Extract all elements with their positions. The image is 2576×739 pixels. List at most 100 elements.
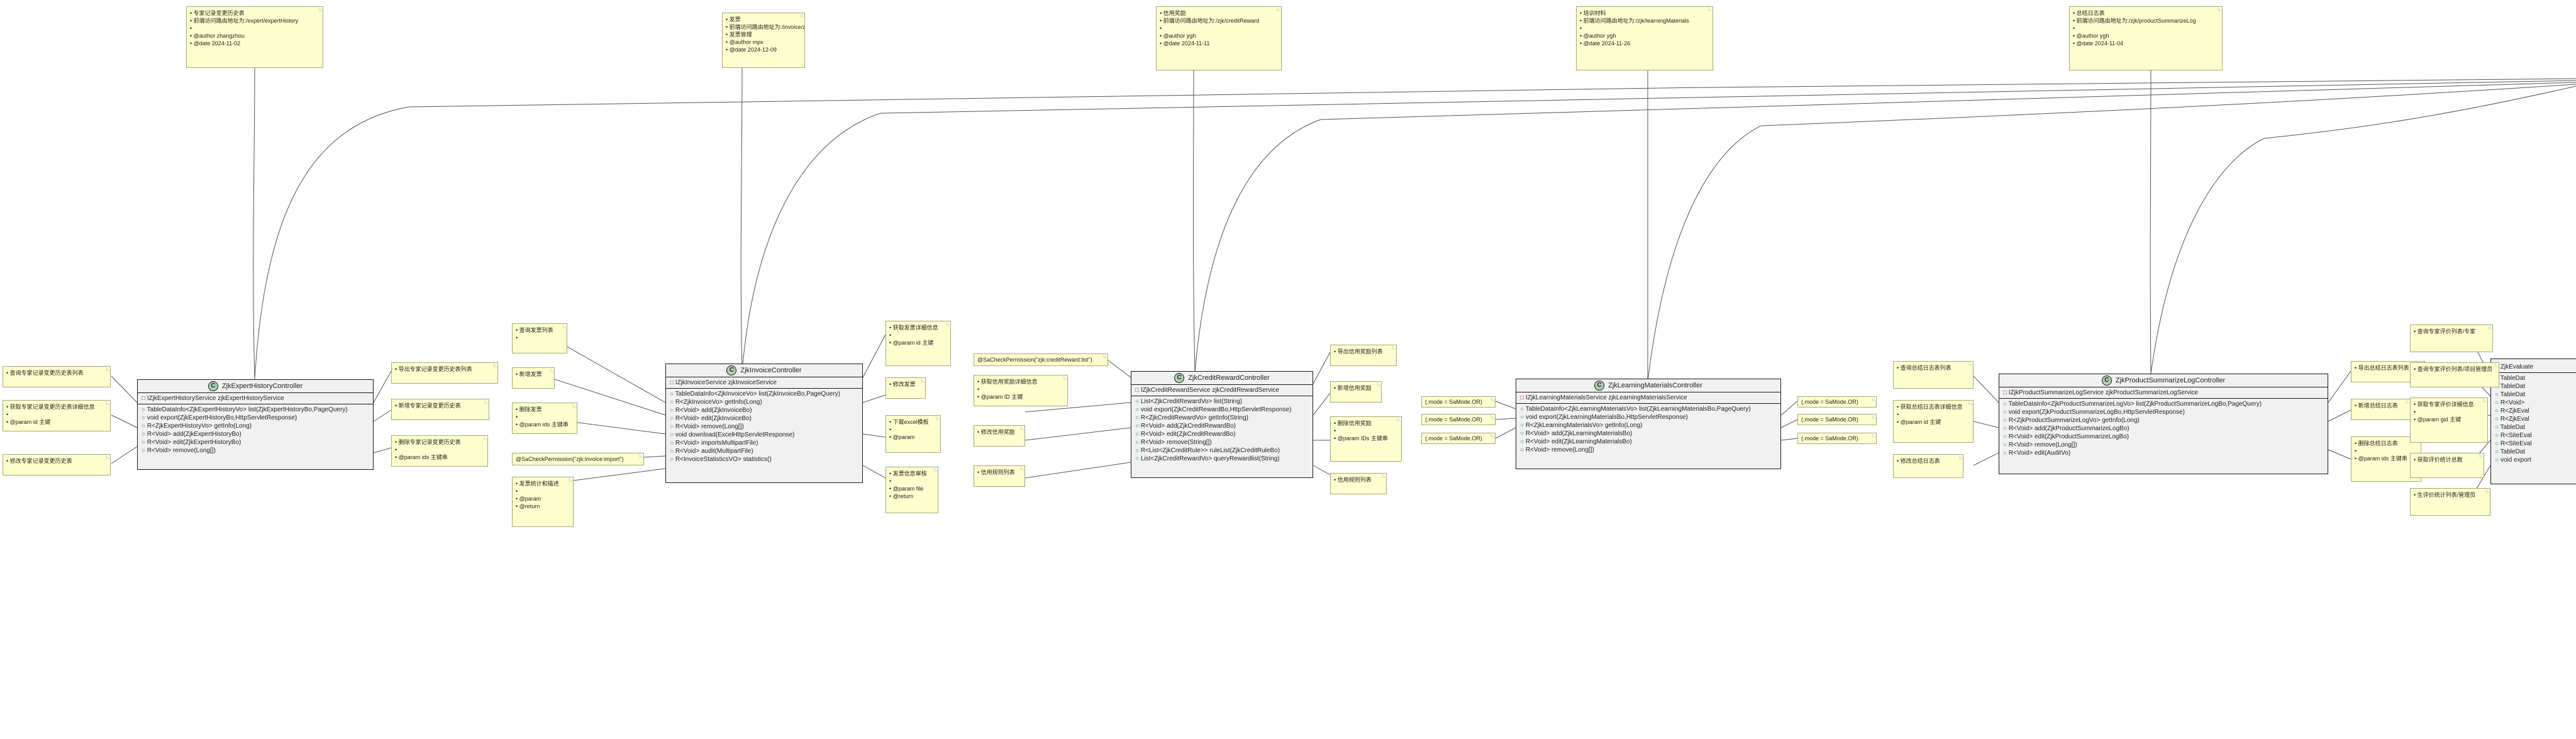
public-marker-icon: ○ bbox=[2003, 409, 2009, 416]
method-row: ○ void export(ZjkLearningMaterialsBo,Htt… bbox=[1520, 413, 1777, 421]
public-marker-icon: ○ bbox=[2495, 399, 2501, 406]
class-c-icon: C bbox=[1594, 381, 1605, 391]
public-marker-icon: ○ bbox=[1135, 414, 1141, 421]
method-row: ○ R<ZjkEval bbox=[2495, 415, 2572, 423]
method-text: void export(ZjkLearningMaterialsBo,HttpS… bbox=[1525, 414, 1688, 421]
class-header: C ZjkCreditRewardController bbox=[1131, 372, 1313, 385]
note-remove-expert-history: • 删除专家记录变更历史表 • • @param ids 主键串 bbox=[391, 435, 488, 467]
note-get-invoice: • 获取发票详细信息 • • @param id 主键 bbox=[886, 321, 951, 366]
note-samode-or: (.mode = SaMode.OR) bbox=[1797, 433, 1877, 444]
note-line: (.mode = SaMode.OR) bbox=[1801, 435, 1858, 442]
method-text: R<ZjkEval bbox=[2500, 416, 2529, 423]
private-marker-icon: □ bbox=[670, 379, 675, 386]
public-marker-icon: ○ bbox=[142, 431, 147, 438]
class-c-icon: C bbox=[1174, 373, 1185, 383]
class-zjk-invoice-controller: C ZjkInvoiceController □ IZjkInvoiceServ… bbox=[665, 364, 863, 483]
note-line: • 获取发票详细信息 bbox=[889, 325, 938, 331]
note-line: • 获取评价统计总数 bbox=[2414, 457, 2463, 463]
method-row: ○ R<Void> edit(ZjkExpertHistoryBo) bbox=[142, 438, 369, 447]
note-line: • @param ids 主键串 bbox=[2355, 455, 2407, 462]
field-row: □ IZjkExpertHistoryService zjkExpertHist… bbox=[142, 394, 369, 403]
method-row: ○ R<SiteEval bbox=[2495, 440, 2572, 448]
public-marker-icon: ○ bbox=[1520, 438, 1526, 445]
note-line: • bbox=[889, 478, 892, 484]
method-row: ○ TableDat bbox=[2495, 382, 2572, 391]
public-marker-icon: ○ bbox=[670, 399, 675, 406]
note-line: (.mode = SaMode.OR) bbox=[1801, 399, 1858, 405]
note-line: • @return bbox=[889, 493, 914, 499]
class-name: ZjkEvaluate bbox=[2500, 364, 2534, 370]
method-text: R<Void> add(ZjkCreditRewardBo) bbox=[1140, 423, 1236, 430]
note-line: • 培训材料 bbox=[1580, 10, 1606, 16]
method-row: ○ TableDat bbox=[2495, 391, 2572, 399]
note-line: (.mode = SaMode.OR) bbox=[1425, 399, 1482, 405]
note-line: • bbox=[395, 447, 397, 453]
note-line: • bbox=[190, 25, 192, 31]
note-line: • @param file bbox=[889, 486, 924, 492]
note-invoice-audit: • 发票信息审核 • • @param file • @return bbox=[886, 467, 938, 513]
method-text: R<ZjkEval bbox=[2500, 408, 2529, 414]
method-text: TableDataInfo<ZjkInvoiceVo> list(ZjkInvo… bbox=[675, 391, 840, 397]
method-text: TableDat bbox=[2500, 424, 2526, 431]
public-marker-icon: ○ bbox=[1135, 398, 1141, 405]
note-get-expert-history: • 获取专家记录变更历史表详细信息 • • @param id 主键 bbox=[3, 400, 111, 431]
note-edit-invoice: • 修改发票 bbox=[886, 377, 926, 399]
note-line: • 生评价统计列表/管理员 bbox=[2414, 492, 2476, 498]
method-row: ○ TableDat bbox=[2495, 374, 2572, 382]
note-samode-or: (.mode = SaMode.OR) bbox=[1421, 396, 1496, 408]
field-text: IZjkProductSummarizeLogService zjkProduc… bbox=[2008, 389, 2199, 396]
method-row: ○ List<ZjkCreditRewardVo> list(String) bbox=[1135, 397, 1309, 406]
public-marker-icon: ○ bbox=[670, 407, 675, 414]
method-row: ○ R<Void> importsMultipartFile) bbox=[670, 439, 858, 447]
class-fields: □ IZjkProductSummarizeLogService zjkProd… bbox=[1999, 387, 2328, 399]
note-credit-reward-list-permission: @SaCheckPermission("zjk:creditReward:lis… bbox=[974, 353, 1108, 366]
public-marker-icon: ○ bbox=[670, 440, 675, 447]
note-line: • 查询专家评价列表/项目管理员 bbox=[2414, 366, 2493, 372]
note-line: • bbox=[516, 488, 518, 494]
note-get-expert-evaluate: • 获取专家评价详细信息 • • @param gid 主键 bbox=[2410, 397, 2488, 443]
method-row: ○ R<ZjkExpertHistoryVo> getInfo(Long) bbox=[142, 422, 369, 430]
method-row: ○ R<SiteEval bbox=[2495, 431, 2572, 440]
method-row: ○ R<Void> edit(ZjkInvoiceBo) bbox=[670, 414, 858, 423]
note-line: • bbox=[977, 386, 980, 392]
note-line: • 查询专家记录变更历史表列表 bbox=[6, 370, 84, 376]
method-row: ○ R<Void> edit(ZjkCreditRewardBo) bbox=[1135, 430, 1309, 438]
note-line: • 导出总结日志表列表 bbox=[2355, 365, 2409, 371]
public-marker-icon: ○ bbox=[2495, 448, 2501, 455]
note-line: (.mode = SaMode.OR) bbox=[1425, 435, 1482, 442]
note-line: • bbox=[2414, 409, 2416, 415]
public-marker-icon: ○ bbox=[1520, 406, 1526, 413]
public-marker-icon: ○ bbox=[1135, 431, 1141, 438]
note-line: • 获取专家评价详细信息 bbox=[2414, 401, 2474, 408]
method-text: R<Void> importsMultipartFile) bbox=[675, 440, 758, 447]
public-marker-icon: ○ bbox=[670, 415, 675, 422]
class-methods: ○ TableDataInfo<ZjkExpertHistoryVo> list… bbox=[138, 404, 373, 456]
class-methods: ○ List<ZjkCreditRewardVo> list(String) ○… bbox=[1131, 396, 1313, 464]
class-name: ZjkProductSummarizeLogController bbox=[2115, 377, 2226, 384]
note-line: • 新增发票 bbox=[516, 371, 542, 377]
method-text: TableDat bbox=[2500, 448, 2526, 455]
method-row: ○ R<Void> edit(ZjkProductSummarizeLogBo) bbox=[2003, 433, 2324, 441]
method-text: R<Void> remove(Long[]) bbox=[147, 447, 216, 454]
note-line: • 信用奖励 bbox=[1160, 10, 1186, 16]
note-evaluate-total: • 获取评价统计总数 bbox=[2410, 453, 2484, 478]
class-methods: ○ TableDataInfo<ZjkLearningMaterialsVo> … bbox=[1516, 404, 1780, 455]
method-row: ○ TableDat bbox=[2495, 448, 2572, 456]
method-text: void export(ZjkExpertHistoryBo,HttpServl… bbox=[147, 414, 297, 421]
method-row: ○ R<Void> edit(AuditVo) bbox=[2003, 449, 2324, 457]
method-text: R<Void> remove(Long[]) bbox=[1525, 447, 1594, 453]
note-line: • @return bbox=[516, 503, 540, 509]
method-text: R<ZjkCreditRewardVo> getInfo(String) bbox=[1140, 414, 1249, 421]
class-header: C ZjkProductSummarizeLogController bbox=[1999, 374, 2328, 387]
note-line: • 前端访问路由地址为:/zjk/learningMaterials bbox=[1580, 18, 1689, 24]
note-line: @SaCheckPermission("zjk:invoice:import") bbox=[516, 456, 624, 462]
class-header: C ZjkExpertHistoryController bbox=[138, 380, 373, 393]
class-methods: ○ TableDataInfo<ZjkInvoiceVo> list(ZjkIn… bbox=[666, 389, 862, 465]
note-line: • 发票管理 bbox=[726, 31, 752, 38]
class-header: C ZjkInvoiceController bbox=[666, 364, 862, 377]
method-row: ○ void export(ZjkExpertHistoryBo,HttpSer… bbox=[142, 414, 369, 422]
note-add-expert-history: • 新增专家记录变更历史表 bbox=[391, 399, 489, 420]
method-text: R<ZjkExpertHistoryVo> getInfo(Long) bbox=[147, 423, 252, 430]
note-line: • 信用规则列表 bbox=[1334, 477, 1372, 483]
method-row: ○ R<Void> add(ZjkProductSummarizeLogBo) bbox=[2003, 425, 2324, 433]
